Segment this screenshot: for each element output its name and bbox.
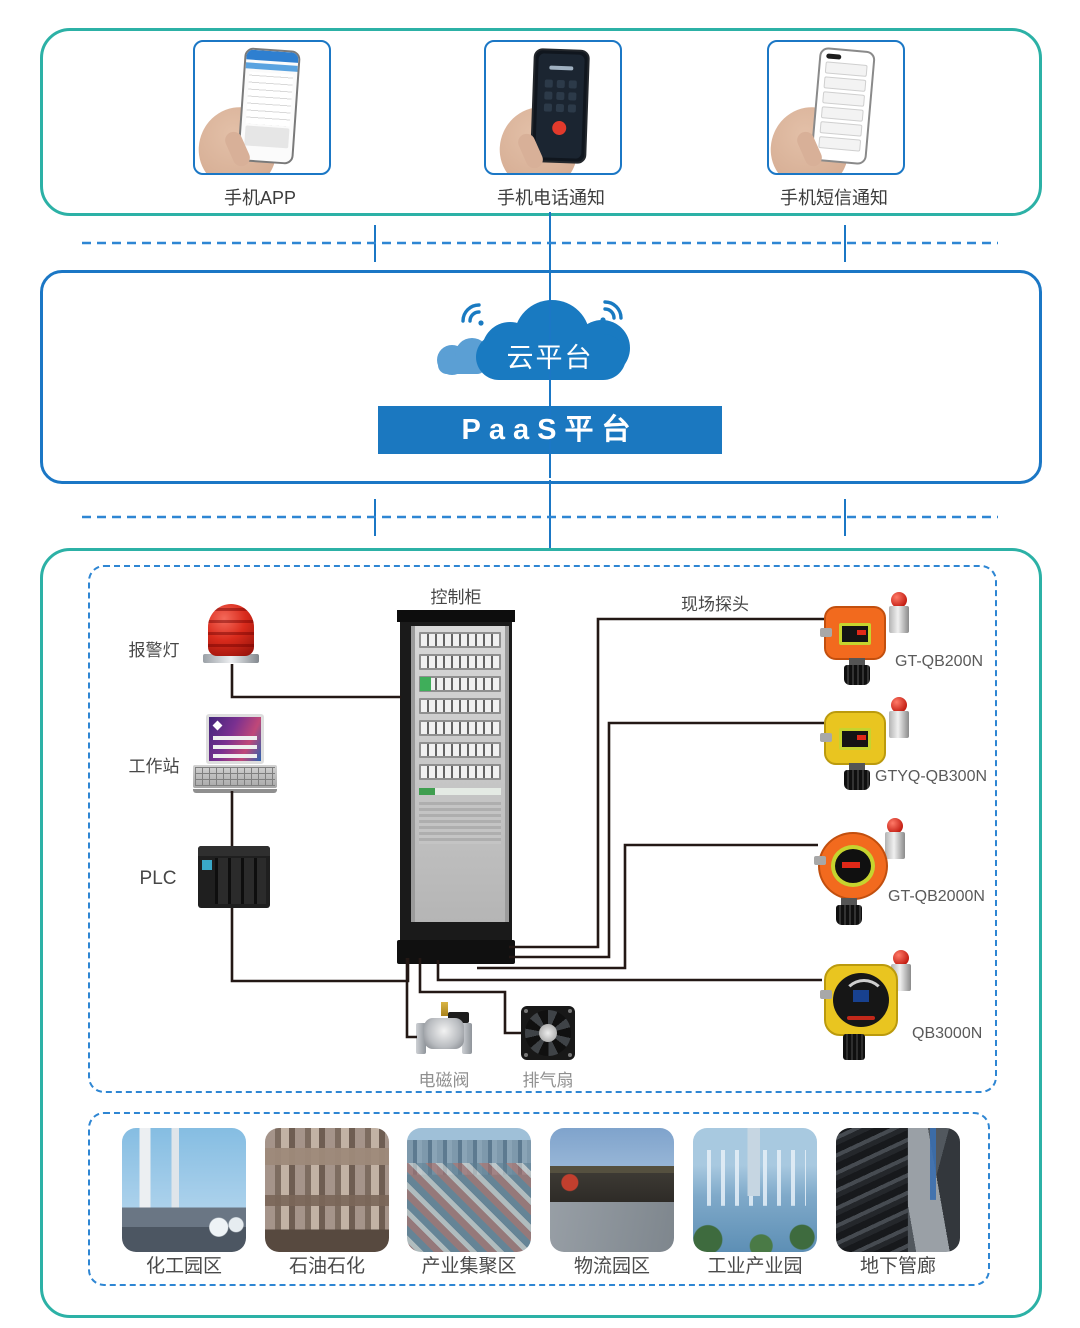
phone-sms-icon <box>810 46 876 166</box>
scene-logistics-park-image <box>550 1128 674 1252</box>
application-scenes-box <box>88 1112 990 1286</box>
fan-label: 排气扇 <box>522 1071 574 1090</box>
plc-label: PLC <box>139 868 177 889</box>
scene-petrochemical-image <box>265 1128 389 1252</box>
workstation-icon <box>193 714 277 793</box>
gas-detector-gt-qb200n-icon <box>814 592 910 692</box>
scene-label: 工业产业园 <box>707 1256 803 1277</box>
scene-label: 石油石化 <box>288 1256 365 1277</box>
detector-model-label: GT-QB200N <box>895 653 984 670</box>
alarm-light-icon <box>203 604 259 666</box>
scene-industrial-park-image <box>693 1128 817 1252</box>
plc-icon <box>198 846 270 908</box>
phone-sms-label: 手机短信通知 <box>780 188 888 208</box>
scene-label: 地下管廊 <box>859 1256 936 1277</box>
cloud-platform-label: 云平台 <box>506 343 594 373</box>
scene-label: 产业集聚区 <box>421 1256 517 1277</box>
scene-label: 物流园区 <box>573 1256 650 1277</box>
notification-section-box <box>40 28 1042 216</box>
phone-app-card <box>193 40 331 175</box>
solenoid-valve-icon <box>414 1002 474 1060</box>
small-cloud-icon <box>438 356 486 374</box>
alarm-light-label: 报警灯 <box>128 641 180 660</box>
detector-beacon-icon <box>888 592 910 633</box>
valve-label: 电磁阀 <box>418 1071 470 1090</box>
detector-model-label: QB3000N <box>912 1025 983 1042</box>
detector-model-label: GT-QB2000N <box>888 888 985 905</box>
scene-underground-corridor-image <box>836 1128 960 1252</box>
phone-call-card <box>484 40 622 175</box>
detector-beacon-icon <box>884 818 906 859</box>
scene-industry-cluster-image <box>407 1128 531 1252</box>
phone-call-icon <box>530 48 590 164</box>
cabinet-label: 控制柜 <box>430 588 482 607</box>
detector-beacon-icon <box>888 697 910 738</box>
phone-app-label: 手机APP <box>223 188 297 208</box>
gas-detector-gtyq-qb300n-icon <box>814 697 910 797</box>
phone-app-icon <box>237 47 301 165</box>
scene-chemical-park-image <box>122 1128 246 1252</box>
scene-label: 化工园区 <box>145 1256 222 1277</box>
cloud-platform-box <box>40 270 1042 484</box>
probes-label: 现场探头 <box>681 595 749 614</box>
detector-model-label: GTYQ-QB300N <box>875 768 988 785</box>
field-section-box <box>40 548 1042 1318</box>
control-system-box <box>88 565 997 1093</box>
phone-sms-card <box>767 40 905 175</box>
control-cabinet-icon <box>397 610 515 964</box>
gas-detector-qb3000n-icon <box>816 950 912 1066</box>
phone-call-label: 手机电话通知 <box>497 188 605 208</box>
exhaust-fan-icon <box>521 1006 575 1060</box>
workstation-label: 工作站 <box>128 757 180 776</box>
paas-banner-label: PaaS平台 <box>461 414 639 446</box>
cloud-icon <box>470 300 632 380</box>
hangup-button-icon <box>551 120 567 136</box>
